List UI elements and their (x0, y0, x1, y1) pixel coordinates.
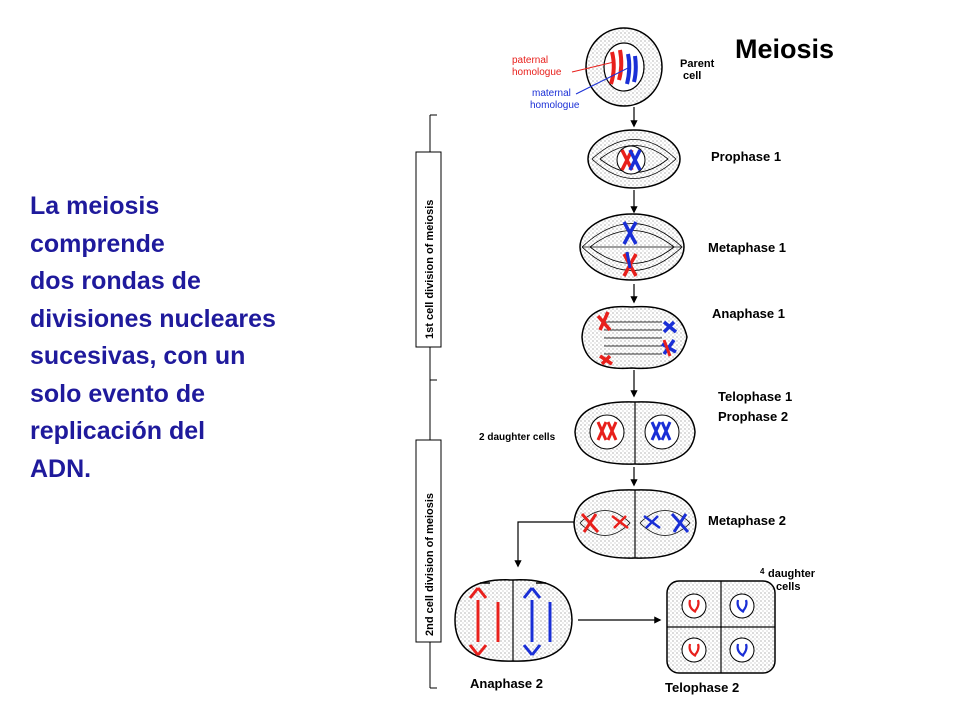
intro-line: divisiones nucleares (30, 304, 276, 333)
telophase2-label: Telophase 2 (665, 680, 739, 695)
intro-line: solo evento de (30, 379, 206, 408)
prophase1-cell (587, 129, 681, 189)
anaphase1-label: Anaphase 1 (712, 306, 785, 321)
two-daughter-cells-label: 2 daughter cells (479, 432, 556, 443)
division-bracket (415, 114, 442, 689)
anaphase2-label: Anaphase 2 (470, 676, 543, 691)
intro-paragraph: La meiosis comprende dos rondas de divis… (30, 188, 360, 488)
intro-line: dos rondas de (30, 267, 201, 295)
four-daughter-cells-label: daughter (768, 568, 816, 580)
four-daughter-cells-label-2: cells (776, 581, 800, 593)
metaphase1-label: Metaphase 1 (708, 240, 786, 255)
intro-line: La meiosis (30, 192, 160, 220)
metaphase2-cell (573, 489, 697, 559)
paternal-label-2: homologue (512, 67, 562, 78)
paternal-label: paternal (512, 55, 548, 66)
maternal-label-2: homologue (530, 100, 580, 111)
intro-line: ADN. (30, 454, 92, 483)
intro-line: sucesivas, con un (30, 342, 246, 370)
telophase2-cells (666, 580, 776, 674)
anaphase2-cell (454, 579, 573, 662)
metaphase1-cell (579, 213, 685, 281)
parent-cell-label-2: cell (683, 70, 701, 82)
first-division-label: 1st cell division of meiosis (424, 200, 436, 339)
prophase2-label: Prophase 2 (718, 409, 788, 424)
telophase1-label: Telophase 1 (718, 389, 792, 404)
maternal-label: maternal (532, 88, 571, 99)
prophase1-label: Prophase 1 (711, 149, 781, 164)
parent-cell-label: Parent (680, 58, 715, 70)
telophase1-cell (574, 401, 696, 465)
intro-line: replicación del (30, 417, 206, 445)
four-daughter-num: 4 (760, 567, 765, 576)
intro-line: comprende (30, 229, 165, 258)
diagram-title: Meiosis (735, 34, 834, 64)
parent-cell (585, 27, 663, 107)
metaphase2-label: Metaphase 2 (708, 513, 786, 528)
second-division-label: 2nd cell division of meiosis (424, 493, 436, 636)
anaphase1-cell (581, 305, 688, 370)
